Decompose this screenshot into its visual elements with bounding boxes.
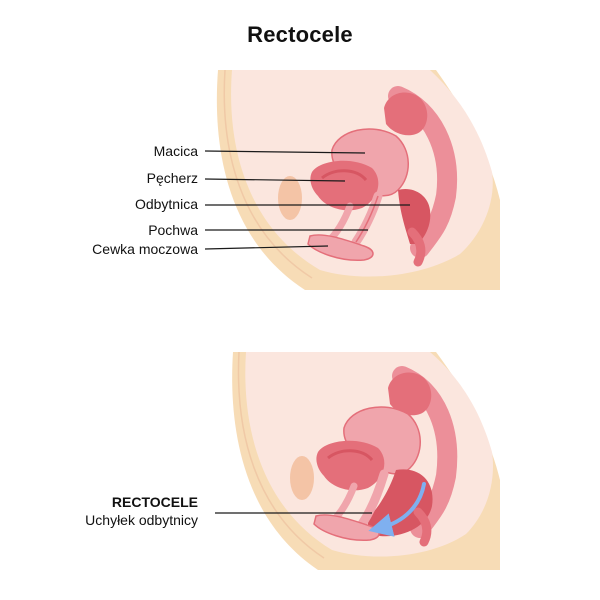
leader-pecherz — [204, 178, 346, 182]
leader-macica — [204, 150, 366, 154]
label-rectocele: RECTOCELE — [111, 494, 198, 510]
label-odbytnica: Odbytnica — [134, 196, 198, 212]
label-pecherz: Pęcherz — [146, 170, 198, 186]
top-anal-canal — [407, 227, 426, 267]
label-cewka-moczowa: Cewka moczowa — [92, 241, 198, 257]
label-pochwa: Pochwa — [148, 222, 198, 238]
top-sigmoid-colon — [384, 92, 428, 136]
label-macica: Macica — [153, 143, 198, 159]
bottom-pubic-bone — [290, 456, 314, 500]
label-uchylek-odbytnicy: Uchyłek odbytnicy — [85, 512, 198, 528]
bottom-pelvis-diagram — [232, 351, 500, 570]
top-vulva — [307, 234, 374, 261]
top-rectum — [398, 188, 431, 244]
bottom-arrow-indicator — [368, 482, 426, 537]
top-pubic-bone — [278, 176, 302, 220]
bottom-anal-canal — [413, 507, 432, 547]
bottom-vagina — [357, 469, 389, 529]
top-pelvis-diagram — [216, 69, 500, 290]
bottom-sigmoid-colon — [388, 372, 432, 416]
page-title: Rectocele — [247, 22, 353, 47]
leader-cewka — [204, 245, 329, 250]
